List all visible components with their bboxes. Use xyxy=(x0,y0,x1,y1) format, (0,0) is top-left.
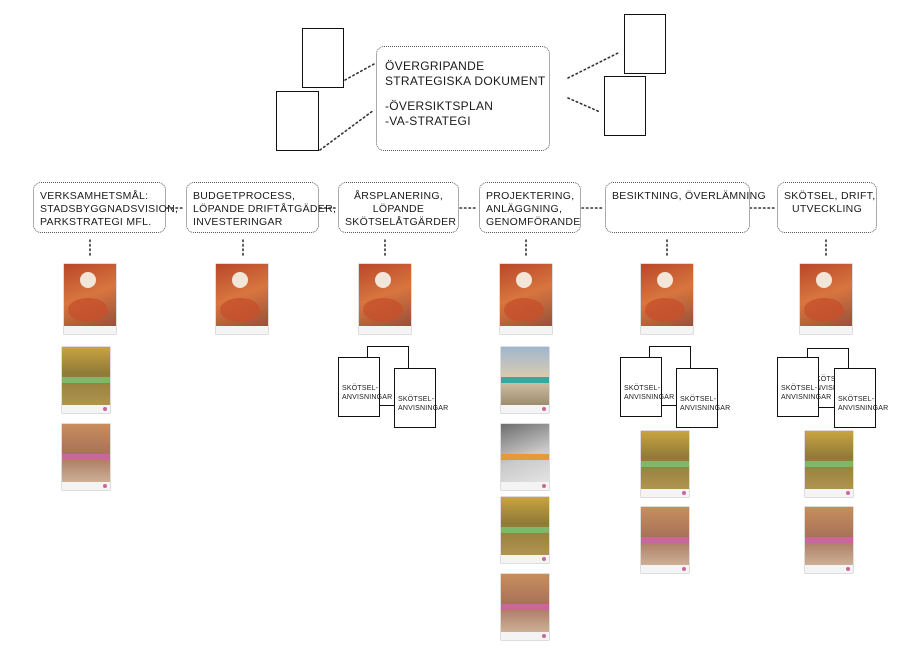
top-box-line: -ÖVERSIKTSPLAN xyxy=(385,99,494,113)
connector-top-left-2 xyxy=(319,109,375,151)
step-text: BUDGETPROCESS, xyxy=(193,190,296,202)
sheet-label: SKÖTSEL- ANVISNINGAR xyxy=(781,385,832,401)
step-text: UTVECKLING xyxy=(791,203,863,215)
step-text: GENOMFÖRANDE xyxy=(486,216,581,228)
top-box-line: STRATEGISKA DOKUMENT xyxy=(385,74,546,88)
sheet-label: SKÖTSEL- ANVISNINGAR xyxy=(838,396,889,412)
document-cover-orange xyxy=(500,264,552,334)
step-text: PROJEKTERING, xyxy=(486,190,575,202)
document-cover-orange xyxy=(216,264,268,334)
connector-top-right-2 xyxy=(567,97,601,113)
top-box-line: -VA-STRATEGI xyxy=(385,114,471,128)
document-cover-teal-band xyxy=(501,347,549,413)
care-instructions-sheet: SKÖTSEL- ANVISNINGAR xyxy=(394,368,448,428)
document-cover-pink-band xyxy=(501,574,549,640)
care-instructions-sheet: SKÖTSEL- ANVISNINGAR xyxy=(338,357,392,417)
step-text: BESIKTNING, ÖVERLÄMNING xyxy=(612,190,766,202)
step-box-goals: VERKSAMHETSMÅL: STADSBYGGNADSVISION, PAR… xyxy=(33,182,179,233)
step-box-budget: BUDGETPROCESS, LÖPANDE DRIFTÅTGÄDER, INV… xyxy=(186,182,337,233)
connector-top-left-1 xyxy=(344,63,375,81)
step-text: ANLÄGGNING, xyxy=(486,203,563,215)
document-cover-orange xyxy=(359,264,411,334)
step-text: LÖPANDE DRIFTÅTGÄDER, xyxy=(193,203,337,215)
care-instructions-sheet: SKÖTSEL- ANVISNINGAR xyxy=(777,357,831,417)
step-text: STADSBYGGNADSVISION, xyxy=(40,203,179,215)
step-box-inspection: BESIKTNING, ÖVERLÄMNING xyxy=(605,182,766,233)
step-text: SKÖTSELÅTGÄRDER xyxy=(345,216,457,228)
document-cover-orange xyxy=(800,264,852,334)
document-cover-orange xyxy=(64,264,116,334)
document-sheet xyxy=(276,91,319,151)
top-box-line: ÖVERGRIPANDE xyxy=(385,59,485,73)
document-cover-orange xyxy=(641,264,693,334)
step-text: SKÖTSEL, DRIFT, xyxy=(784,190,876,202)
strategic-documents-box: ÖVERGRIPANDE STRATEGISKA DOKUMENT -ÖVERS… xyxy=(376,46,550,151)
step-text: ÅRSPLANERING, xyxy=(353,190,444,202)
care-instructions-sheet: SKÖTSEL- ANVISNINGAR xyxy=(834,368,888,428)
care-instructions-sheet: SKÖTSEL- ANVISNINGAR xyxy=(676,368,730,428)
step-text: VERKSAMHETSMÅL: xyxy=(40,190,149,202)
step-text: LÖPANDE xyxy=(372,203,425,215)
connector-top-right-1 xyxy=(567,51,621,79)
document-sheet xyxy=(624,14,666,74)
document-sheet xyxy=(302,28,344,88)
document-cover-pink-band xyxy=(62,424,110,490)
document-cover-amber-band xyxy=(501,424,549,490)
sheet-label: SKÖTSEL- ANVISNINGAR xyxy=(398,396,449,412)
document-cover-pink-band xyxy=(805,507,853,573)
step-text: INVESTERINGAR xyxy=(193,216,283,228)
document-cover-green-band xyxy=(805,431,853,497)
step-text: PARKSTRATEGI MFL. xyxy=(40,216,152,228)
document-cover-green-band xyxy=(62,347,110,413)
sheet-label: SKÖTSEL- ANVISNINGAR xyxy=(624,385,675,401)
document-cover-green-band xyxy=(501,497,549,563)
document-cover-green-band xyxy=(641,431,689,497)
document-sheet xyxy=(604,76,646,136)
step-box-projecting: PROJEKTERING, ANLÄGGNING, GENOMFÖRANDE xyxy=(479,182,581,233)
document-cover-pink-band xyxy=(641,507,689,573)
care-instructions-sheet: SKÖTSEL- ANVISNINGAR xyxy=(620,357,674,417)
sheet-label: SKÖTSEL- ANVISNINGAR xyxy=(342,385,393,401)
sheet-label: SKÖTSEL- ANVISNINGAR xyxy=(680,396,731,412)
step-box-maintenance: SKÖTSEL, DRIFT, UTVECKLING xyxy=(777,182,877,233)
step-box-annual-planning: ÅRSPLANERING, LÖPANDE SKÖTSELÅTGÄRDER xyxy=(338,182,459,233)
